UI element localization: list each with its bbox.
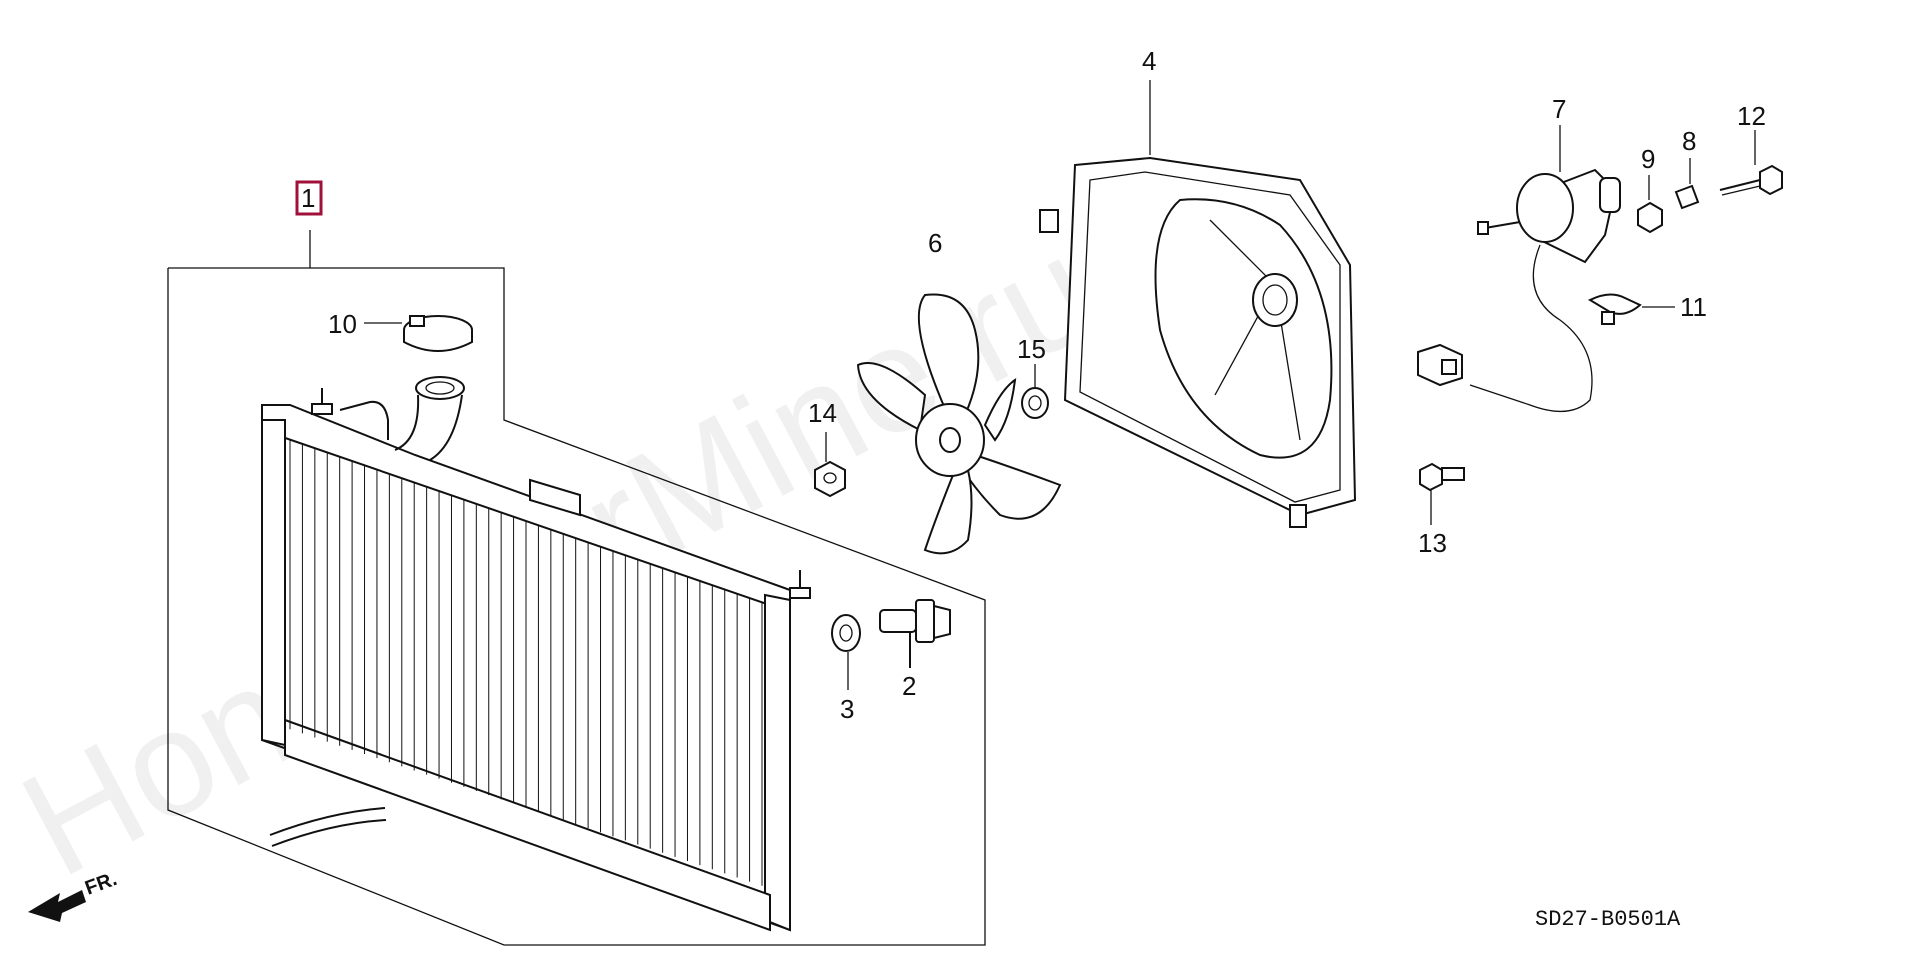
part-label-8[interactable]: 8	[1682, 126, 1696, 156]
fan-shroud[interactable]	[1039, 156, 1357, 528]
part-label-7[interactable]: 7	[1552, 94, 1566, 124]
diagram-code: SD27-B0501A	[1535, 907, 1681, 932]
part-label-14[interactable]: 14	[808, 398, 837, 428]
part-label-4[interactable]: 4	[1142, 46, 1156, 76]
cooling-fan[interactable]	[856, 293, 1062, 555]
collar[interactable]	[1674, 184, 1700, 210]
motor-connector[interactable]	[1417, 343, 1463, 387]
drain-washer[interactable]	[831, 614, 861, 652]
part-number-labels: 1 2 3 4 6 7 8 9 10 11 12 13 14 15	[295, 46, 1766, 724]
part-label-15[interactable]: 15	[1017, 334, 1046, 364]
radiator-cap[interactable]	[403, 315, 473, 352]
part-label-2[interactable]: 2	[902, 671, 916, 701]
part-label-10[interactable]: 10	[328, 309, 357, 339]
nut-14[interactable]	[814, 460, 846, 498]
nut-9[interactable]	[1637, 201, 1663, 234]
radiator-fins	[289, 439, 763, 886]
part-label-12[interactable]: 12	[1737, 101, 1766, 131]
part-label-13[interactable]: 13	[1418, 528, 1447, 558]
part-label-9[interactable]: 9	[1641, 144, 1655, 174]
fan-motor[interactable]	[1469, 168, 1621, 413]
part-label-6[interactable]: 6	[928, 228, 942, 258]
clip[interactable]	[1587, 293, 1642, 325]
bolt-12[interactable]	[1719, 164, 1783, 196]
radiator[interactable]	[261, 376, 811, 932]
bolt-13[interactable]	[1419, 462, 1465, 492]
part-label-1[interactable]: 1	[301, 183, 315, 213]
part-label-11[interactable]: 11	[1680, 292, 1707, 322]
radiator-assembly-outline	[167, 230, 986, 946]
part-label-3[interactable]: 3	[840, 694, 854, 724]
washer-15[interactable]	[1021, 387, 1049, 419]
part-1-highlight-box	[295, 180, 323, 216]
drain-plug[interactable]	[879, 599, 951, 668]
front-arrow-icon	[28, 890, 86, 922]
